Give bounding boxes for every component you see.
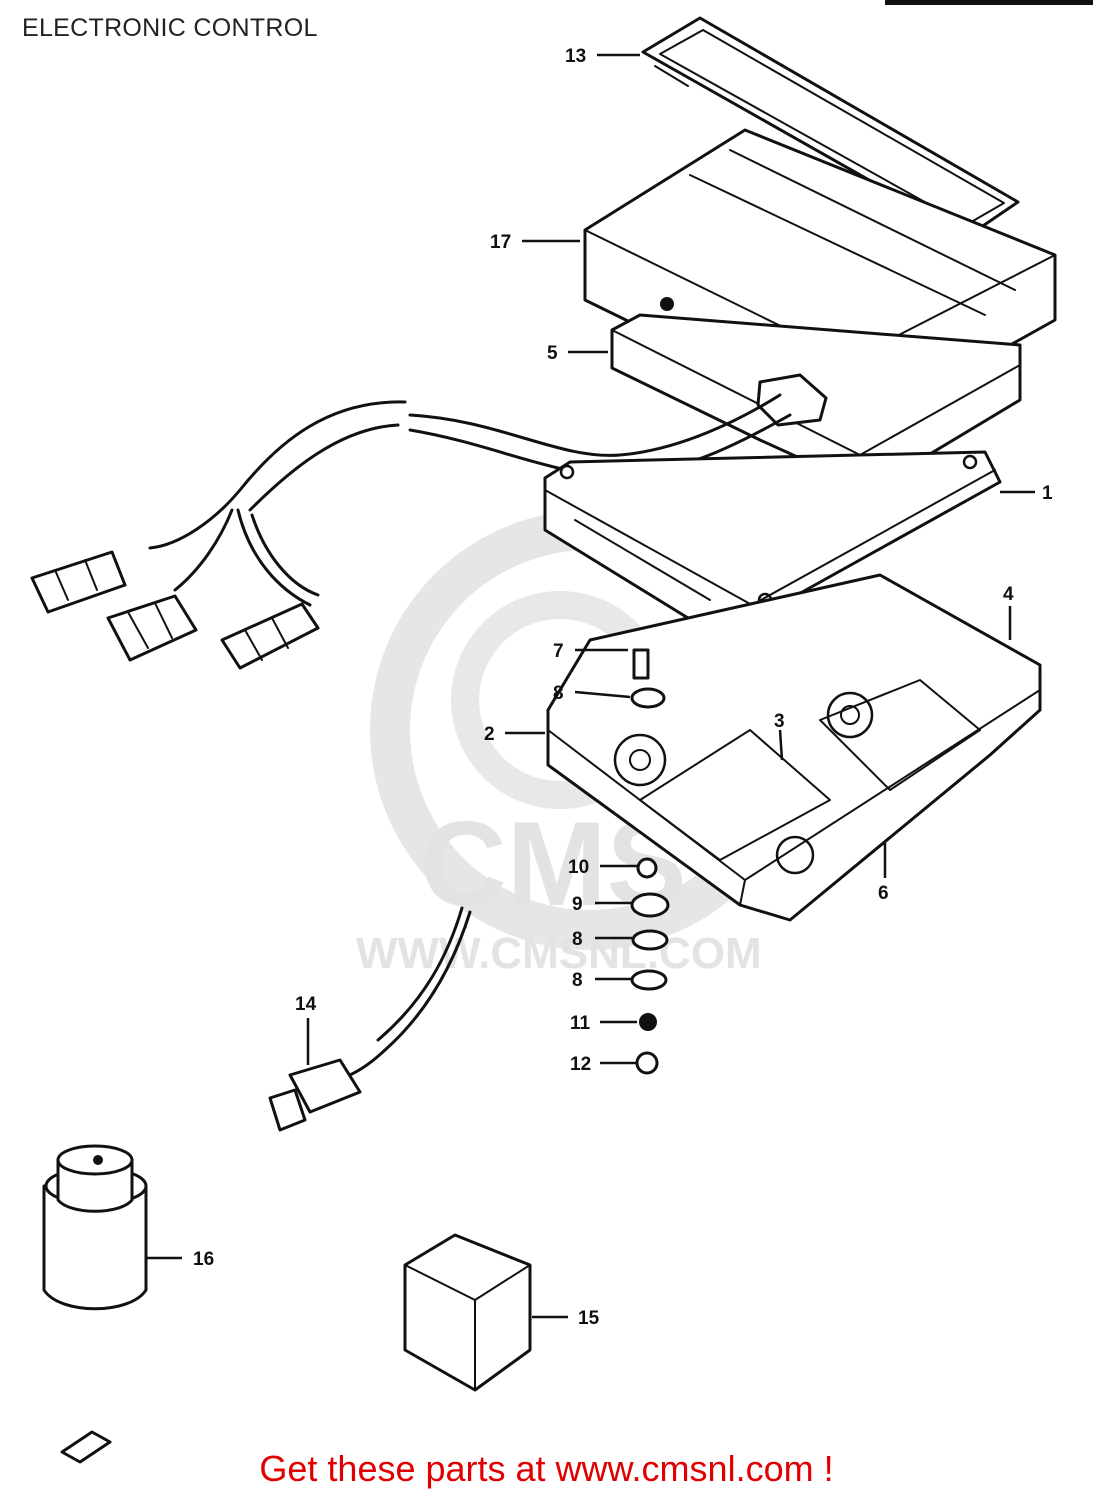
callout-8-c: 8: [572, 970, 583, 991]
callout-16: 16: [193, 1249, 214, 1270]
callout-9: 9: [572, 894, 583, 915]
callout-4: 4: [1003, 584, 1014, 605]
callout-8-b: 8: [572, 929, 583, 950]
callout-14: 14: [295, 994, 317, 1015]
callout-13: 13: [565, 46, 586, 67]
callout-labels: 13 17 5 1 4 7 8 2 3 10 9 8 8 6 14 11 12 …: [193, 46, 1053, 1329]
callout-6: 6: [878, 883, 889, 904]
connector-left: [30, 550, 127, 614]
callout-11: 11: [570, 1013, 591, 1034]
callout-1: 1: [1042, 483, 1053, 504]
part-6-tray: [546, 573, 1042, 922]
wiring-harness: [148, 393, 792, 607]
callout-2: 2: [484, 724, 495, 745]
connector-middle: [106, 594, 198, 662]
part-14-sensor: [268, 906, 472, 1132]
front-arrow-icon: [60, 1430, 112, 1464]
hardware-stack: [630, 648, 670, 1075]
callout-15: 15: [578, 1308, 600, 1329]
callout-17: 17: [490, 232, 511, 253]
callout-3: 3: [774, 711, 785, 732]
cover-connector: [756, 373, 828, 427]
callout-7: 7: [553, 641, 564, 662]
part-16-cap: [42, 1144, 148, 1311]
part-15-relay: [403, 1233, 532, 1392]
callout-5: 5: [547, 343, 558, 364]
callout-10: 10: [568, 857, 589, 878]
callout-12: 12: [570, 1054, 591, 1075]
watermark-url: WWW.CMSNL.COM: [356, 929, 762, 978]
callout-8: 8: [553, 683, 564, 704]
leader-lines: [146, 53, 1035, 1319]
page-title: ELECTRONIC CONTROL: [22, 14, 318, 42]
connector-right: [220, 602, 320, 670]
footer-link[interactable]: Get these parts at www.cmsnl.com !: [259, 1448, 834, 1489]
top-rule: [885, 0, 1093, 5]
